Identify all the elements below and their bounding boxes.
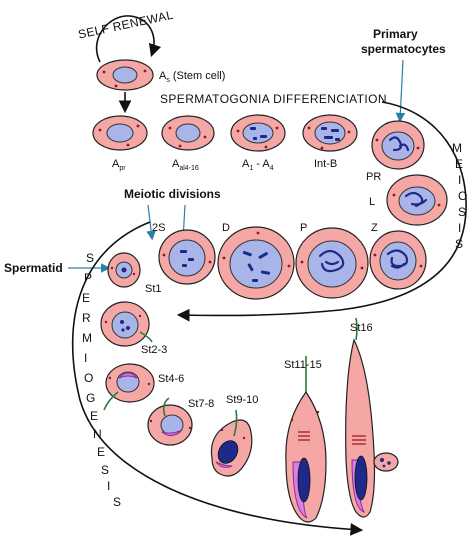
differentiation-main-arrow (176, 101, 467, 322)
spermatid-st11-15 (285, 356, 327, 523)
spermiogenesis-label-group: S P E R M I O G E N E S I S (82, 251, 121, 509)
l-label: L (369, 196, 375, 208)
spermatogonia-a1-a4 (230, 114, 286, 152)
spermatid-st1 (107, 252, 141, 288)
sp-letter-14: S (113, 495, 121, 509)
spermatogonia-int-b (302, 114, 358, 152)
sp-letter-9: E (90, 409, 98, 423)
st9-10-label: St9-10 (226, 394, 258, 406)
st1-label: St1 (145, 283, 162, 295)
spermatid-st4-6 (103, 363, 155, 411)
spermatocyte-pr (371, 120, 425, 170)
primary-spermatocytes-label-2: spermatocytes (361, 42, 446, 56)
st11-15-label: St11-15 (284, 359, 322, 371)
primary-spermatocytes-label-1: Primary (373, 27, 418, 41)
as-label: As(Stem cell) (159, 70, 225, 84)
st7-8-label: St7-8 (188, 398, 214, 410)
meiosis-letter-6: I (458, 221, 462, 235)
st4-6-label: St4-6 (158, 373, 184, 385)
meiosis-letter-7: S (455, 237, 463, 251)
meiosis-letter-1: M (452, 141, 462, 155)
spermatocyte-p (295, 227, 369, 299)
spermatogonia-differenciation-label: SPERMATOGONIA DIFFERENCIATION (160, 92, 387, 106)
spermatid-st2-3 (100, 301, 153, 347)
meiosis-letter-3: I (458, 173, 462, 187)
spermatocyte-z (369, 230, 427, 290)
meiosis-label-group: M E I O S I S (452, 141, 468, 251)
sp-letter-13: I (107, 479, 111, 493)
sp-letter-5: M (82, 331, 92, 345)
d-label: D (222, 222, 230, 234)
sp-letter-3: E (82, 291, 90, 305)
spermatocyte-l (386, 174, 448, 226)
sp-letter-8: G (86, 391, 96, 405)
spermatogonia-aal (161, 115, 215, 151)
spermatid-st9-10 (210, 409, 253, 477)
a1-a4-label: A1 - A4 (242, 158, 274, 172)
self-renewal-arrow (95, 15, 162, 63)
meiosis-letter-2: E (455, 157, 463, 171)
meiotic-pointer-1 (146, 204, 156, 241)
apr-label: Apr (112, 158, 126, 172)
spermatid-label: Spermatid (4, 261, 63, 275)
st2-3-label: St2-3 (141, 344, 167, 356)
self-renewal-label: SELF RENEWAL (77, 8, 175, 42)
spermiogenesis-arrow (71, 221, 364, 536)
meiosis-letter-5: S (458, 205, 466, 219)
sp-letter-6: I (84, 351, 88, 365)
int-b-label: Int-B (314, 158, 337, 170)
sp-letter-4: R (82, 311, 91, 325)
residual-body (373, 452, 399, 472)
sp-letter-11: E (97, 445, 105, 459)
spermatid-st7-8 (147, 397, 193, 446)
meiotic-divisions-label: Meiotic divisions (124, 187, 221, 201)
2s-label: 2S (152, 222, 165, 234)
spermatogonia-apr (92, 115, 148, 151)
stem-cell-as (96, 59, 154, 91)
spermatocyte-2s (158, 229, 216, 285)
sp-letter-1: S (86, 251, 94, 265)
sp-letter-10: N (93, 427, 102, 441)
st11-15-connecting-piece (298, 431, 310, 441)
p-label: P (300, 222, 307, 234)
primary-spermatocytes-pointer (395, 59, 406, 123)
spermatocyte-d (217, 226, 295, 300)
pr-label: PR (366, 171, 381, 183)
spermatid-st16 (345, 317, 399, 518)
sp-letter-12: S (101, 463, 109, 477)
meiosis-letter-4: O (458, 189, 468, 203)
sp-letter-2: P (84, 271, 92, 285)
sp-letter-7: O (84, 371, 94, 385)
z-label: Z (371, 222, 378, 234)
st16-label: St16 (350, 322, 373, 334)
aal-label: Aal4-16 (172, 158, 199, 172)
